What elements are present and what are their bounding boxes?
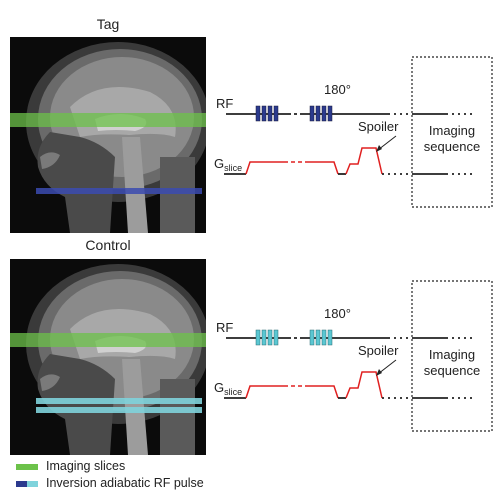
control-spoiler-gradient [345, 371, 383, 399]
tag-inversion-band [36, 188, 202, 194]
tag-spoiler-arrow [377, 135, 397, 151]
tag-gradient-waveform [245, 161, 284, 175]
control-rf-label: RF [216, 320, 233, 335]
control-mri-image [10, 259, 206, 455]
tag-spoiler-label: Spoiler [358, 119, 399, 134]
control-inversion-band-1 [36, 398, 202, 404]
control-sequence-diagram: RF 180° Gslice Spoiler Imaging sequence [214, 280, 493, 432]
legend-label-inversion-pulse: Inversion adiabatic RF pulse [46, 476, 204, 490]
control-g-label: Gslice [214, 380, 242, 397]
control-inversion-band-2 [36, 407, 202, 413]
tag-angle-label: 180° [324, 82, 351, 97]
tag-imaging-label-2: sequence [424, 139, 480, 154]
tag-g-label: Gslice [214, 156, 242, 173]
tag-spoiler-gradient [345, 147, 383, 175]
control-title: Control [85, 237, 131, 253]
control-spoiler-arrow [377, 359, 397, 375]
control-imaging-label-2: sequence [424, 363, 480, 378]
control-angle-label: 180° [324, 306, 351, 321]
tag-rf-pulse-group-1 [255, 105, 279, 122]
control-imaging-slice-band [10, 333, 206, 347]
legend-swatch-dual [16, 481, 38, 487]
control-imaging-label-1: Imaging [429, 347, 475, 362]
legend-item-inversion-pulse: Inversion adiabatic RF pulse [16, 476, 316, 493]
control-imaging-box [411, 280, 493, 432]
control-spoiler-label: Spoiler [358, 343, 399, 358]
tag-imaging-label-1: Imaging [429, 123, 475, 138]
tag-sequence-diagram: RF 180° Gslice Spoiler Imaging sequence [214, 56, 493, 208]
control-rf-pulse-group-1 [255, 329, 279, 346]
legend: Imaging slices Inversion adiabatic RF pu… [16, 459, 316, 496]
legend-label-imaging-slices: Imaging slices [46, 459, 126, 473]
tag-title: Tag [96, 16, 120, 32]
legend-swatch-green [16, 464, 38, 470]
control-rf-pulse-group-2 [309, 329, 333, 346]
tag-imaging-slice-band [10, 113, 206, 127]
legend-item-imaging-slices: Imaging slices [16, 459, 316, 476]
tag-imaging-box [411, 56, 493, 208]
tag-rf-label: RF [216, 96, 233, 111]
tag-rf-pulse-group-2 [309, 105, 333, 122]
control-gradient-waveform [245, 385, 284, 399]
tag-mri-image [10, 37, 206, 233]
